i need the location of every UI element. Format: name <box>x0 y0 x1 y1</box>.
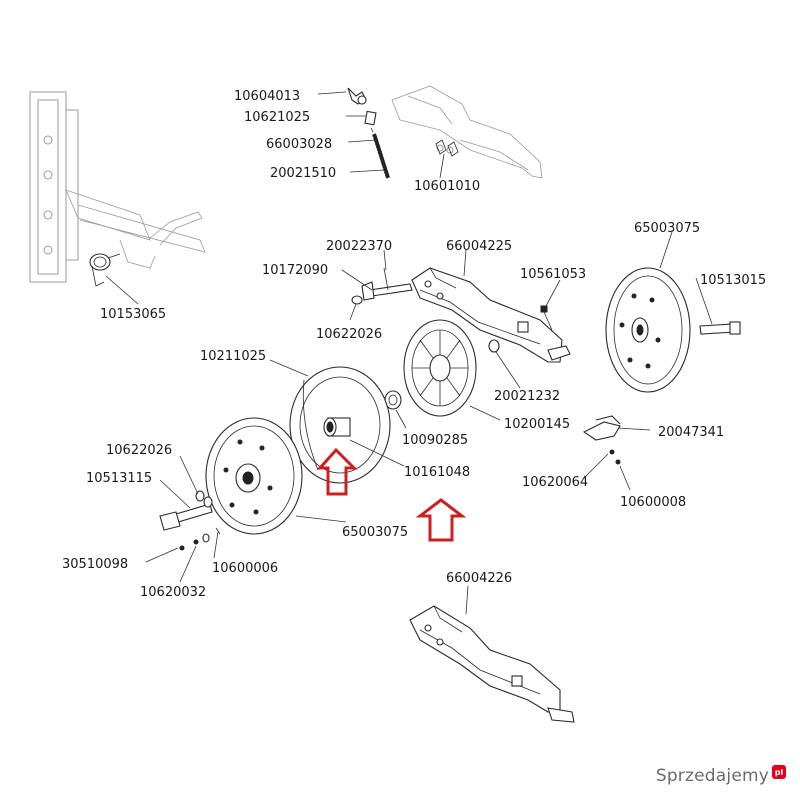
top-adjuster-assembly <box>347 85 543 179</box>
label-10600006: 10600006 <box>212 561 278 576</box>
label-10620064: 10620064 <box>522 475 588 490</box>
label-65003075-bottom: 65003075 <box>342 525 408 540</box>
label-10200145: 10200145 <box>504 417 570 432</box>
label-66003028: 66003028 <box>266 137 332 152</box>
label-30510098: 30510098 <box>62 557 128 572</box>
label-20047341: 20047341 <box>658 425 724 440</box>
label-10153065: 10153065 <box>100 307 166 322</box>
label-20022370: 20022370 <box>326 239 392 254</box>
label-10601010: 10601010 <box>414 179 480 194</box>
label-10622026-top: 10622026 <box>316 327 382 342</box>
label-10513115: 10513115 <box>86 471 152 486</box>
arm-66004226 <box>409 605 575 723</box>
label-20021510: 20021510 <box>270 166 336 181</box>
label-10621025: 10621025 <box>244 110 310 125</box>
wheel-65003075-rear <box>605 267 691 393</box>
label-65003075-top: 65003075 <box>634 221 700 236</box>
label-10090285: 10090285 <box>402 433 468 448</box>
part-labels: 10604013 10621025 66003028 20021510 1060… <box>62 89 766 600</box>
red-up-arrow-large <box>415 498 467 542</box>
spring-part <box>89 253 121 287</box>
leader-lines <box>105 91 713 615</box>
watermark-badge-text: pl <box>774 767 784 777</box>
label-10604013: 10604013 <box>234 89 300 104</box>
bracket-20047341 <box>582 415 621 465</box>
label-10622026-left: 10622026 <box>106 443 172 458</box>
label-66004225: 66004225 <box>446 239 512 254</box>
label-10172090: 10172090 <box>262 263 328 278</box>
washer-10090285 <box>384 390 402 410</box>
watermark-badge: pl <box>772 765 786 779</box>
wheel-65003075-front <box>205 417 303 535</box>
pin-and-washer-top <box>351 267 413 305</box>
frame-assembly-faded <box>29 91 206 283</box>
label-10561053: 10561053 <box>520 267 586 282</box>
watermark-brand: Sprzedajemy <box>655 766 769 786</box>
wheel-10211025 <box>289 366 391 484</box>
red-up-arrow-small <box>316 447 358 496</box>
label-10161048: 10161048 <box>404 465 470 480</box>
axle-bolt-10513015 <box>699 321 741 335</box>
axle-bolt-10513115 <box>159 490 213 531</box>
highlight-arrows <box>316 447 467 542</box>
arm-66004225 <box>411 267 571 363</box>
label-20021232: 20021232 <box>494 389 560 404</box>
scraper-plate-10200145 <box>403 319 477 417</box>
label-10211025: 10211025 <box>200 349 266 364</box>
small-bolt-10561053 <box>540 305 553 331</box>
washer-20021232 <box>488 339 500 353</box>
label-10513015: 10513015 <box>700 273 766 288</box>
label-66004226: 66004226 <box>446 571 512 586</box>
label-10620032: 10620032 <box>140 585 206 600</box>
label-10600008: 10600008 <box>620 495 686 510</box>
watermark: Sprzedajemy pl <box>655 765 786 786</box>
threaded-rod <box>371 133 390 179</box>
cotter-pins-bottom <box>179 527 221 551</box>
